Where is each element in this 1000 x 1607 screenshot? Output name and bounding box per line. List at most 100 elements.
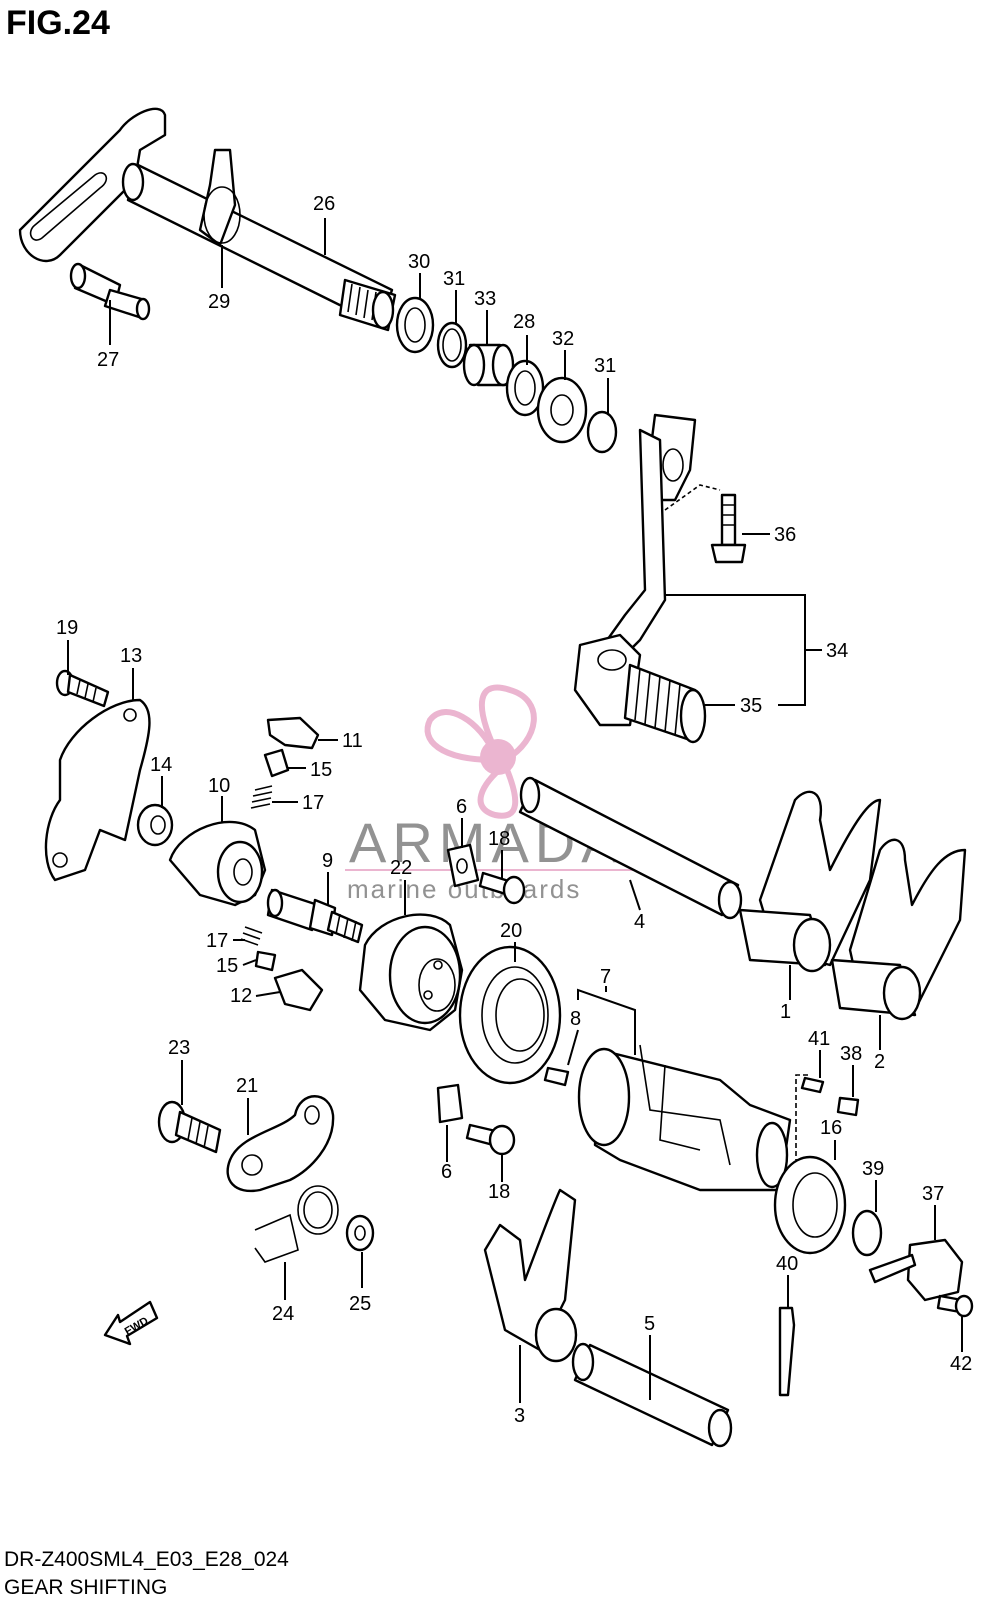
part-35-rubber [623, 663, 707, 744]
callout-36: 36 [774, 524, 796, 546]
callout-30: 30 [408, 251, 430, 273]
callout-41: 41 [808, 1028, 830, 1050]
part-15-pin [263, 748, 290, 778]
callout-19: 19 [56, 617, 78, 639]
part-21-shift-arm [226, 1095, 335, 1193]
callout-27: 27 [97, 349, 119, 371]
part-33-bearing [462, 343, 515, 387]
callout-3: 3 [514, 1405, 525, 1427]
callout-35: 35 [740, 695, 762, 717]
part-24-spring [254, 1185, 339, 1263]
callout-42: 42 [950, 1353, 972, 1375]
part-38-pin [836, 1096, 860, 1117]
part-25-washer [345, 1214, 375, 1252]
callout-14: 14 [150, 754, 172, 776]
callout-16: 16 [820, 1117, 842, 1139]
callout-6: 6 [456, 796, 467, 818]
callout-38: 38 [840, 1043, 862, 1065]
leader-lines [67, 218, 963, 1403]
callout-18b: 18 [488, 1181, 510, 1203]
part-18-screw-2 [465, 1123, 516, 1156]
part-34-gearshift-lever [573, 413, 697, 727]
part-31-circlip-2 [586, 410, 618, 454]
callout-26: 26 [313, 193, 335, 215]
callout-6b: 6 [441, 1161, 452, 1183]
callout-4: 4 [634, 911, 645, 933]
callout-21: 21 [236, 1075, 258, 1097]
propeller-logo-icon [424, 684, 537, 819]
gearshift-shaft [18, 107, 397, 332]
part-14-bush [136, 803, 174, 847]
part-32-washer [536, 376, 588, 444]
part-23-bolt [157, 1100, 222, 1154]
part-19-screw [55, 669, 110, 708]
callout-5: 5 [644, 1313, 655, 1335]
part-1-shift-fork [738, 790, 882, 973]
part-9-cam-bolt [266, 888, 364, 944]
part-3-shift-fork [483, 1188, 578, 1363]
part-42-screw [936, 1294, 974, 1318]
part-37-switch [868, 1238, 964, 1302]
part-36-bolt [710, 493, 747, 564]
callout-15: 15 [310, 759, 332, 781]
callout-13: 13 [120, 645, 142, 667]
callout-18: 18 [488, 828, 510, 850]
callout-10: 10 [208, 775, 230, 797]
callout-22: 22 [390, 857, 412, 879]
callout-17b: 17 [206, 930, 228, 952]
callout-17: 17 [302, 792, 324, 814]
fwd-arrow-icon: FWD [103, 1300, 159, 1346]
callout-31: 31 [443, 268, 465, 290]
part-28-seal [505, 359, 545, 417]
part-10-cam-driven-gear [168, 820, 267, 907]
callout-29: 29 [208, 291, 230, 313]
part-6-plate [446, 843, 480, 888]
callout-28: 28 [513, 311, 535, 333]
callout-23: 23 [168, 1037, 190, 1059]
callout-15b: 15 [216, 955, 238, 977]
part-41-screw [800, 1076, 825, 1094]
callout-20: 20 [500, 920, 522, 942]
callout-31b: 31 [594, 355, 616, 377]
part-2-shift-fork [830, 838, 967, 1021]
part-7-gearshift-cam [577, 1044, 792, 1192]
diagram-caption: GEAR SHIFTING [4, 1576, 168, 1599]
callout-labels: 1 2 3 4 5 6 6 7 8 9 10 11 12 13 14 15 15… [56, 193, 972, 1427]
callout-1: 1 [780, 1001, 791, 1023]
part-15-pin-2 [254, 950, 277, 972]
part-11-pawl [266, 716, 320, 750]
part-20-bearing [458, 945, 562, 1085]
callout-25: 25 [349, 1293, 371, 1315]
callout-24: 24 [272, 1303, 294, 1325]
part-18-screw [478, 871, 526, 905]
part-13-stopper-plate [44, 698, 151, 882]
callout-11: 11 [342, 730, 363, 752]
callout-40: 40 [776, 1253, 798, 1275]
callout-34: 34 [826, 640, 848, 662]
part-17-spring [250, 785, 273, 809]
callout-12: 12 [230, 985, 252, 1007]
part-5-fork-shaft [571, 1342, 733, 1448]
callout-2: 2 [874, 1051, 885, 1073]
callout-32: 32 [552, 328, 574, 350]
part-4-fork-shaft [518, 776, 743, 920]
figure-title: FIG.24 [6, 4, 110, 42]
callout-37: 37 [922, 1183, 944, 1205]
part-39-o-ring [851, 1209, 883, 1257]
callout-7: 7 [600, 966, 611, 988]
part-22-cam-plate [358, 913, 464, 1032]
part-6-plate-2 [436, 1083, 464, 1124]
part-16-bearing [773, 1155, 847, 1255]
part-12-pawl [273, 968, 324, 1012]
part-27-pin [69, 262, 151, 321]
callout-39: 39 [862, 1158, 884, 1180]
callout-33: 33 [474, 288, 496, 310]
part-40-clamp [778, 1306, 796, 1397]
callout-8: 8 [570, 1008, 581, 1030]
callout-9: 9 [322, 850, 333, 872]
model-code: DR-Z400SML4_E03_E28_024 [4, 1548, 289, 1571]
part-17-spring-2 [240, 926, 263, 946]
part-30-seal [395, 296, 435, 354]
part-8-pin [543, 1066, 570, 1087]
